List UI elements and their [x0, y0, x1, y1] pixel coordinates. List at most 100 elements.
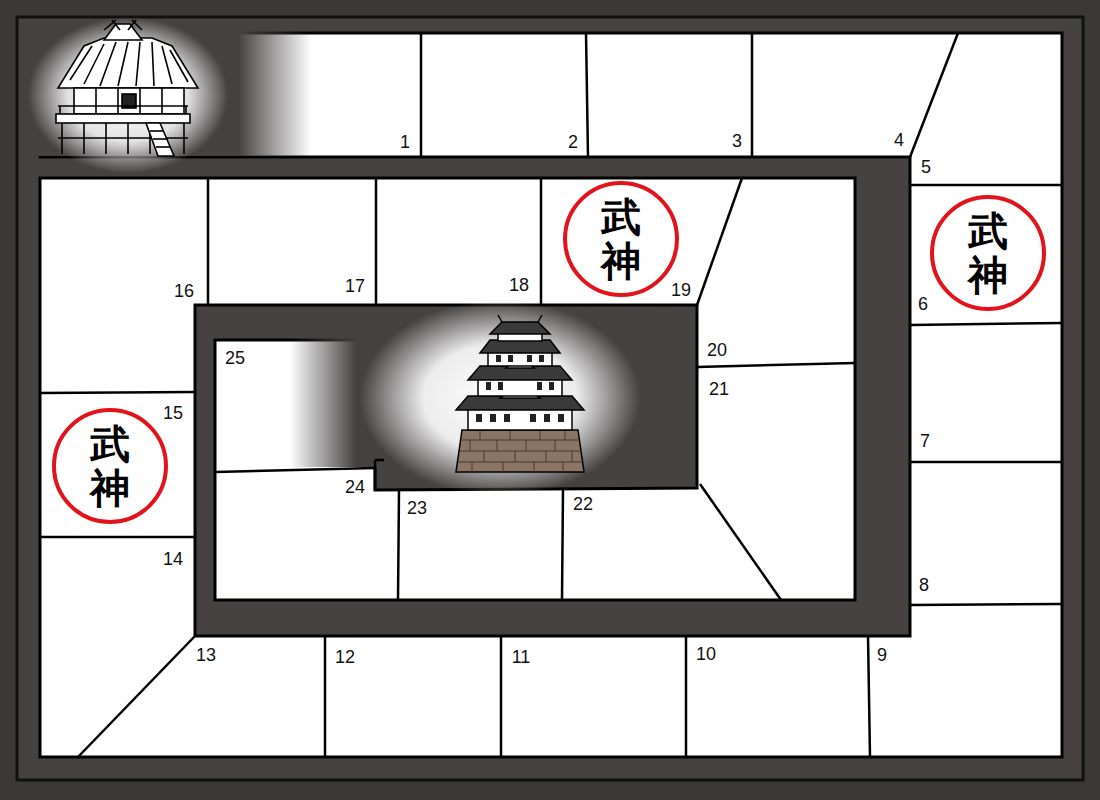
castle-illustration	[490, 322, 550, 334]
hut-illustration	[150, 130, 164, 132]
cell-number: 14	[163, 550, 183, 570]
castle-illustration	[470, 440, 471, 451]
hut-illustration	[185, 106, 187, 114]
cell-number: 25	[225, 349, 245, 369]
cell-number: 3	[732, 132, 742, 152]
castle-illustration	[484, 451, 485, 462]
cell-number: 8	[919, 576, 929, 596]
castle-illustration	[544, 414, 550, 422]
hut-illustration	[170, 50, 188, 82]
hut-illustration	[132, 20, 142, 30]
cell-number: 6	[918, 295, 928, 315]
cell-number: 13	[196, 646, 216, 666]
cell-divider	[868, 636, 870, 757]
hut-illustration	[100, 42, 116, 86]
seal-text: 武神	[968, 209, 1008, 297]
castle-illustration	[360, 300, 640, 496]
cell-number: 20	[707, 341, 727, 361]
hut-illustration	[56, 114, 190, 123]
hut-illustration	[139, 88, 141, 114]
hut-illustration	[146, 123, 174, 156]
hut-illustration	[118, 42, 128, 86]
castle-illustration	[572, 451, 573, 462]
hut-illustration	[136, 42, 140, 86]
cell-divider	[910, 184, 1062, 187]
seal-circle: 武神	[563, 181, 679, 297]
cell-divider	[586, 33, 588, 157]
castle-illustration	[486, 382, 554, 390]
hut-illustration	[117, 88, 119, 114]
cell-number: 10	[696, 645, 716, 665]
seal-text: 武神	[90, 422, 130, 510]
cell-number: 17	[345, 277, 365, 297]
cell-divider	[207, 178, 210, 305]
castle-illustration	[549, 382, 554, 390]
castle-illustration	[498, 382, 503, 390]
cell-divider	[910, 604, 1062, 605]
hut-illustration	[95, 88, 97, 114]
board-frame	[17, 17, 1083, 780]
cell-number: 11	[512, 648, 531, 668]
cell-number: 19	[671, 281, 691, 301]
cell-number: 16	[174, 282, 194, 302]
cell-divider	[500, 636, 503, 757]
cell-divider	[700, 484, 781, 600]
cell-divider	[375, 459, 384, 462]
castle-illustration	[558, 414, 564, 422]
castle-illustration	[539, 355, 544, 362]
castle-illustration	[527, 355, 532, 362]
hut-illustration	[128, 20, 136, 30]
castle-illustration	[555, 440, 556, 451]
cell-number: 4	[894, 131, 904, 151]
castle-illustration	[480, 430, 481, 440]
hut-illustration	[59, 106, 61, 114]
cell-divider	[910, 323, 1062, 325]
castle-illustration	[456, 430, 584, 472]
cell-number: 22	[573, 495, 593, 515]
castle-illustration	[526, 440, 527, 451]
castle-illustration	[498, 315, 502, 322]
hut-illustration	[56, 20, 198, 156]
cell-divider	[78, 636, 195, 757]
cell-number: 21	[709, 380, 729, 400]
cell-divider	[697, 363, 855, 367]
castle-illustration	[565, 430, 566, 440]
cell-divider	[420, 33, 423, 157]
castle-illustration	[537, 382, 542, 390]
castle-illustration	[461, 440, 579, 441]
seal-circle: 武神	[930, 195, 1046, 311]
castle-illustration	[504, 414, 510, 422]
castle-illustration	[472, 462, 473, 472]
castle-illustration	[508, 355, 513, 362]
cell-divider	[685, 636, 688, 757]
hut-illustration	[152, 42, 154, 86]
cell-divider	[40, 392, 195, 393]
castle-illustration	[456, 315, 584, 472]
castle-illustration	[458, 430, 582, 472]
cell-number: 12	[335, 648, 355, 668]
castle-illustration	[476, 414, 564, 422]
castle-illustration	[480, 340, 560, 353]
cell-number: 7	[920, 432, 930, 452]
hut-illustration	[74, 88, 184, 114]
cell-divider	[751, 33, 754, 157]
castle-illustration	[486, 382, 491, 390]
cell-number: 1	[400, 133, 410, 153]
hut-illustration	[156, 146, 171, 148]
castle-illustration	[515, 451, 516, 462]
castle-illustration	[496, 355, 501, 362]
hut-illustration	[153, 138, 168, 140]
castle-illustration	[510, 430, 511, 440]
seal-circle: 武神	[52, 408, 168, 524]
castle-illustration	[540, 430, 541, 440]
cell-divider	[215, 468, 375, 472]
castle-illustration	[497, 440, 498, 451]
castle-illustration	[534, 462, 535, 472]
cell-divider	[324, 636, 327, 757]
castle-illustration	[496, 355, 544, 362]
